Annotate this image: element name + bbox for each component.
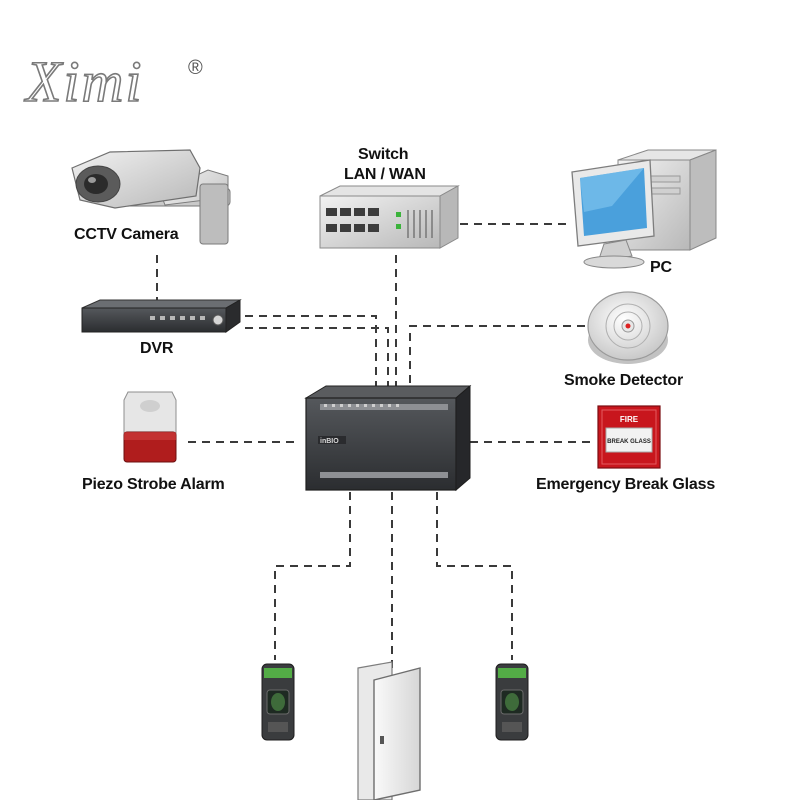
- access-controller-icon: inBIO: [304, 384, 472, 492]
- pc-label: PC: [650, 259, 672, 276]
- registered-mark: ®: [188, 57, 203, 79]
- break-glass-label: BREAK GLASS: [607, 439, 651, 445]
- switch-label: Switch: [358, 146, 409, 163]
- lan-wan-label: LAN / WAN: [344, 166, 426, 183]
- piezo-strobe-alarm-label: Piezo Strobe Alarm: [82, 476, 225, 493]
- door-icon: [357, 661, 421, 800]
- fire-label: FIRE: [620, 415, 639, 424]
- line-dvr-controller-1: [245, 315, 377, 388]
- emergency-break-glass-label: Emergency Break Glass: [536, 476, 716, 493]
- line-controller-reader-left: [274, 492, 351, 660]
- dvr-label: DVR: [140, 340, 174, 357]
- cctv-camera-icon: [71, 149, 231, 245]
- smoke-detector-label: Smoke Detector: [564, 372, 684, 389]
- network-switch-icon: [319, 185, 460, 249]
- dvr-icon: [81, 299, 242, 333]
- pc-icon: [571, 149, 717, 269]
- connection-lines: [156, 223, 592, 668]
- fingerprint-reader-left-icon: [261, 663, 295, 741]
- line-controller-reader-right: [436, 492, 513, 660]
- piezo-strobe-alarm-icon: [123, 391, 177, 463]
- brand-logo: Ximi: [25, 48, 144, 115]
- line-dvr-controller-2: [245, 327, 389, 388]
- controller-brand-label: inBIO: [320, 438, 339, 445]
- emergency-break-glass-icon: FIRE BREAK GLASS: [597, 405, 661, 469]
- cctv-camera-label: CCTV Camera: [74, 226, 179, 243]
- line-smoke-controller: [409, 325, 585, 388]
- fingerprint-reader-right-icon: [495, 663, 529, 741]
- smoke-detector-icon: [587, 291, 669, 364]
